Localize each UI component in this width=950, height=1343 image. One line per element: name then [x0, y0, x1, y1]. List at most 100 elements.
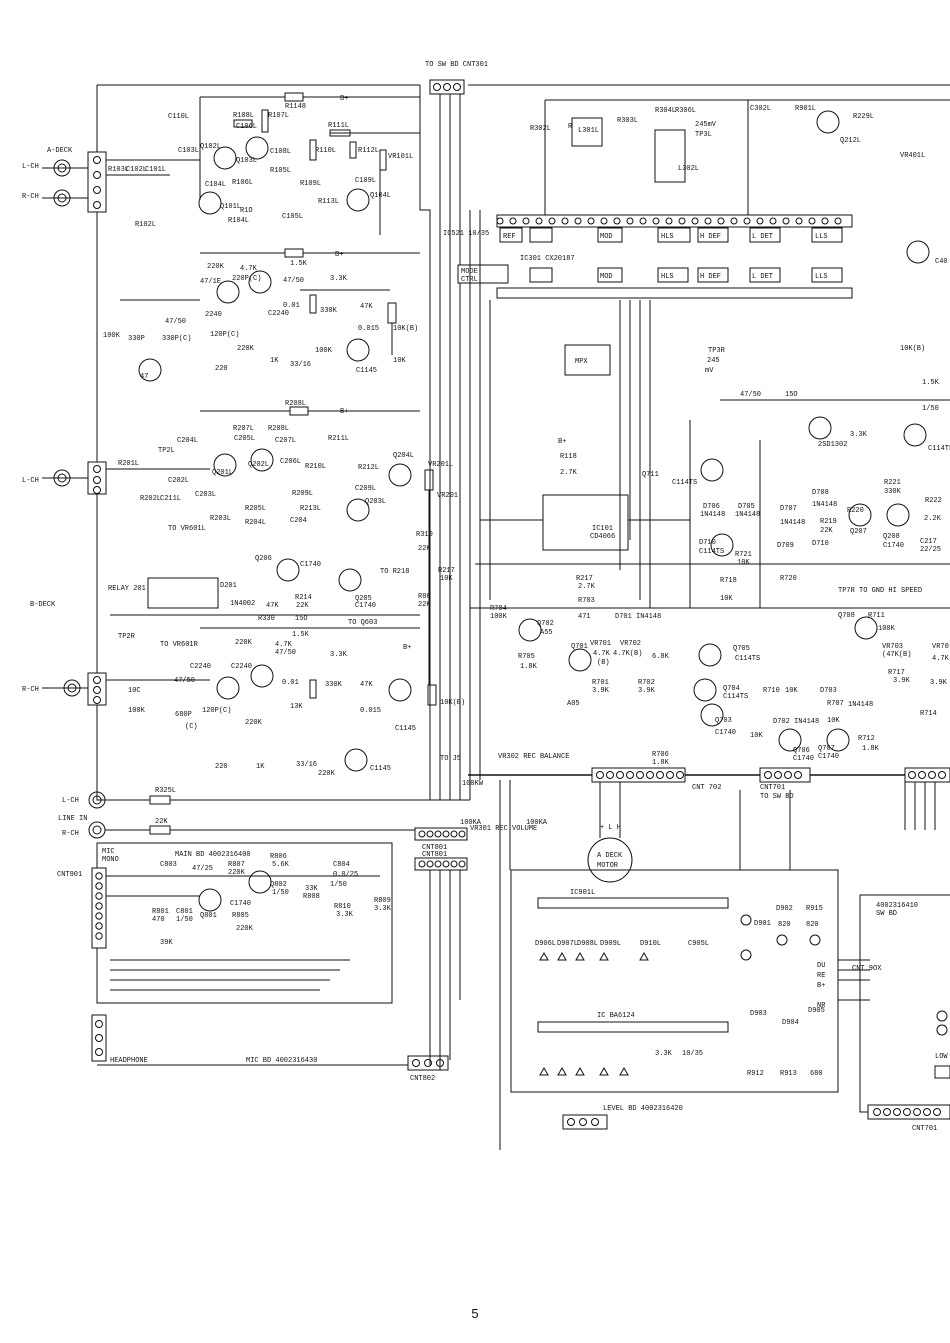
svg-text:3.9K: 3.9K: [893, 677, 911, 685]
svg-text:Q102L: Q102L: [200, 143, 221, 151]
svg-text:DU: DU: [817, 962, 825, 970]
svg-text:CTRL: CTRL: [461, 276, 478, 284]
svg-text:1/50: 1/50: [176, 916, 193, 924]
svg-text:47: 47: [140, 373, 148, 381]
svg-text:220K: 220K: [245, 719, 263, 727]
svg-text:C204L: C204L: [177, 437, 198, 445]
svg-text:1.5K: 1.5K: [290, 260, 308, 268]
svg-text:R808: R808: [303, 893, 320, 901]
svg-text:47/50: 47/50: [275, 649, 296, 657]
svg-text:C114TS: C114TS: [928, 445, 950, 453]
svg-text:4002316410: 4002316410: [876, 902, 918, 910]
svg-text:R109L: R109L: [300, 180, 321, 188]
svg-text:3.9K: 3.9K: [930, 679, 948, 687]
svg-text:R714: R714: [920, 710, 937, 718]
svg-text:R221: R221: [884, 479, 901, 487]
svg-text:47K: 47K: [266, 602, 279, 610]
svg-text:R212L: R212L: [358, 464, 379, 472]
svg-text:CD4066: CD4066: [590, 533, 615, 541]
svg-text:0.0/25: 0.0/25: [333, 871, 358, 879]
svg-text:C1740: C1740: [883, 542, 904, 550]
svg-text:A DECK: A DECK: [597, 852, 623, 860]
svg-text:R219: R219: [820, 518, 837, 526]
svg-text:C2240: C2240: [268, 310, 289, 318]
svg-text:3.3K: 3.3K: [336, 911, 354, 919]
svg-text:IC301 CX20187: IC301 CX20187: [520, 255, 575, 263]
svg-text:R807: R807: [228, 861, 245, 869]
svg-text:R810: R810: [334, 903, 351, 911]
svg-text:LEVEL BD 4002316420: LEVEL BD 4002316420: [603, 1105, 683, 1113]
svg-text:100K: 100K: [128, 707, 146, 715]
svg-text:C205L: C205L: [234, 435, 255, 443]
svg-text:C114TS: C114TS: [723, 693, 748, 701]
svg-text:220K: 220K: [318, 770, 336, 778]
svg-text:R1148: R1148: [285, 103, 306, 111]
svg-text:B-DECK: B-DECK: [30, 601, 56, 609]
svg-text:10K(B): 10K(B): [440, 699, 465, 707]
svg-text:R330: R330: [258, 615, 275, 623]
svg-text:CNT701: CNT701: [912, 1125, 937, 1133]
svg-text:R107L: R107L: [268, 112, 289, 120]
svg-text:D201: D201: [220, 582, 237, 590]
svg-text:R113L: R113L: [318, 198, 339, 206]
svg-text:CNT 9OX: CNT 9OX: [852, 965, 882, 973]
svg-text:Q801: Q801: [200, 912, 217, 920]
svg-text:Q703: Q703: [715, 717, 732, 725]
svg-text:R203L: R203L: [210, 515, 231, 523]
svg-text:CNT801: CNT801: [422, 851, 447, 859]
svg-text:D904: D904: [782, 1019, 799, 1027]
svg-text:0.015: 0.015: [360, 707, 381, 715]
svg-text:VR70: VR70: [932, 643, 949, 651]
svg-text:C209L: C209L: [355, 485, 376, 493]
svg-text:220K: 220K: [235, 639, 253, 647]
svg-text:D903: D903: [750, 1010, 767, 1018]
svg-text:R207L: R207L: [233, 425, 254, 433]
svg-text:CNT701: CNT701: [760, 784, 785, 792]
svg-text:R710: R710: [763, 687, 780, 695]
svg-text:10C: 10C: [128, 687, 141, 695]
svg-text:C803: C803: [160, 861, 177, 869]
svg-text:VR401L: VR401L: [900, 152, 925, 160]
svg-text:C1145: C1145: [356, 367, 377, 375]
svg-text:C302L: C302L: [750, 105, 771, 113]
svg-text:Q701: Q701: [571, 643, 588, 651]
svg-text:Q708: Q708: [838, 612, 855, 620]
svg-text:L DET: L DET: [752, 233, 773, 241]
svg-text:D705: D705: [738, 503, 755, 511]
svg-text:C110L: C110L: [168, 113, 189, 121]
svg-text:C102L: C102L: [126, 166, 147, 174]
svg-text:H DEF: H DEF: [700, 273, 721, 281]
svg-text:R717: R717: [888, 669, 905, 677]
svg-text:B+: B+: [817, 982, 825, 990]
svg-text:C2240: C2240: [231, 663, 252, 671]
svg-text:TO R218: TO R218: [380, 568, 409, 576]
svg-text:22K: 22K: [155, 818, 168, 826]
svg-text:D902: D902: [776, 905, 793, 913]
svg-text:MOD: MOD: [600, 233, 613, 241]
svg-text:C114TS: C114TS: [672, 479, 697, 487]
svg-text:C1740: C1740: [818, 753, 839, 761]
svg-text:2.2K: 2.2K: [924, 515, 942, 523]
svg-text:HLS: HLS: [661, 273, 674, 281]
svg-text:B+: B+: [403, 644, 411, 652]
svg-text:H DEF: H DEF: [700, 233, 721, 241]
svg-text:10K: 10K: [750, 732, 763, 740]
svg-text:39K: 39K: [160, 939, 173, 947]
svg-text:R108L: R108L: [233, 112, 254, 120]
svg-text:TO SW BD: TO SW BD: [760, 793, 794, 801]
svg-text:330P: 330P: [128, 335, 145, 343]
svg-text:100K: 100K: [103, 332, 121, 340]
svg-text:NR: NR: [817, 1002, 826, 1010]
svg-text:22K: 22K: [296, 602, 309, 610]
svg-text:D710: D710: [699, 539, 716, 547]
svg-text:Q707: Q707: [818, 745, 835, 753]
svg-text:330K: 330K: [884, 488, 902, 496]
svg-text:1N4148: 1N4148: [848, 701, 873, 709]
svg-text:2240: 2240: [205, 311, 222, 319]
svg-text:R208L: R208L: [268, 425, 289, 433]
svg-text:330K: 330K: [325, 681, 343, 689]
svg-text:820: 820: [806, 921, 819, 929]
svg-text:220K: 220K: [236, 925, 254, 933]
svg-text:100KW: 100KW: [462, 780, 484, 788]
svg-text:47/25: 47/25: [192, 865, 213, 873]
